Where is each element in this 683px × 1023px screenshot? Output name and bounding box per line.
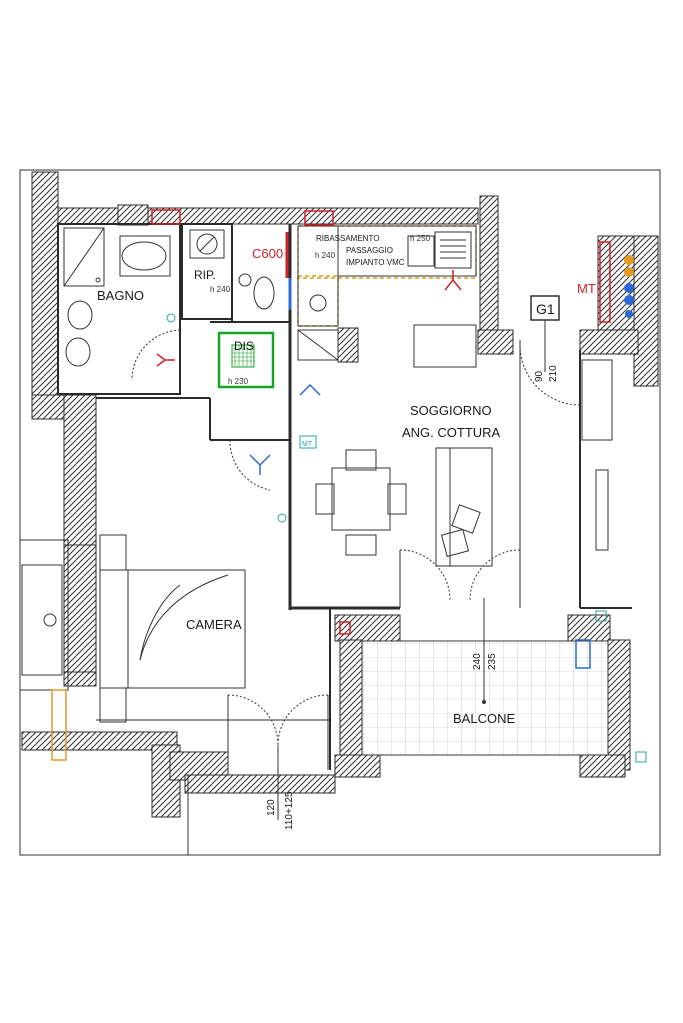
extractor-icon bbox=[309, 294, 327, 312]
dis-highlight-box bbox=[217, 331, 275, 389]
room-label-soggiorno: SOGGIORNO bbox=[410, 403, 492, 418]
red-markers bbox=[151, 209, 611, 635]
room-label-balcone: BALCONE bbox=[453, 711, 515, 726]
drawing-frame bbox=[19, 169, 661, 856]
code-c600: C600 bbox=[252, 246, 283, 261]
dim-g1-90: 90 bbox=[534, 370, 545, 382]
bedroom-furniture bbox=[99, 439, 329, 770]
g1-tag bbox=[530, 295, 560, 321]
kitchen-note-3: IMPIANTO VMC bbox=[346, 258, 405, 267]
kitchen bbox=[297, 225, 477, 361]
rip-height: h 240 bbox=[210, 285, 231, 294]
dim-balcone-240: 240 bbox=[472, 653, 483, 670]
sink bbox=[121, 241, 167, 271]
room-label-dis: DIS bbox=[234, 339, 254, 353]
living-furniture bbox=[315, 324, 613, 608]
kitchen-note-1: RIBASSAMENTO bbox=[316, 234, 379, 243]
dim-bottom-120: 120 bbox=[266, 799, 277, 816]
storage-fixtures bbox=[189, 229, 275, 310]
dim-bottom-110-125: 110+125 bbox=[284, 791, 295, 830]
room-label-camera: CAMERA bbox=[186, 617, 242, 632]
balcony-floor bbox=[361, 640, 609, 756]
room-label-bagno: BAGNO bbox=[97, 288, 144, 303]
tag-mt-teal: MT bbox=[302, 441, 313, 448]
bidet bbox=[65, 337, 91, 367]
exterior-walls bbox=[19, 171, 659, 818]
dim-g1-210: 210 bbox=[548, 365, 559, 382]
teal-s-icon bbox=[166, 313, 176, 323]
room-label-ang-cottura: ANG. COTTURA bbox=[402, 425, 501, 440]
code-g1: G1 bbox=[536, 301, 555, 317]
room-label-rip: RIP. bbox=[194, 268, 216, 282]
bathroom-fixtures bbox=[63, 227, 181, 381]
kitchen-height: h 240 bbox=[315, 251, 336, 260]
kitchen-note-2: PASSAGGIO bbox=[346, 246, 393, 255]
code-mt: MT bbox=[577, 281, 596, 296]
dim-balcone-235: 235 bbox=[487, 653, 498, 670]
orange-duct bbox=[51, 689, 67, 761]
kitchen-height-right: h 250 bbox=[410, 234, 431, 243]
boiler-circle bbox=[253, 276, 275, 310]
shower-tray bbox=[63, 227, 105, 287]
dis-height: h 230 bbox=[228, 377, 249, 386]
cooktop bbox=[434, 231, 472, 269]
blue-markers bbox=[249, 278, 591, 669]
toilet bbox=[67, 300, 93, 330]
dining-table bbox=[331, 467, 391, 531]
